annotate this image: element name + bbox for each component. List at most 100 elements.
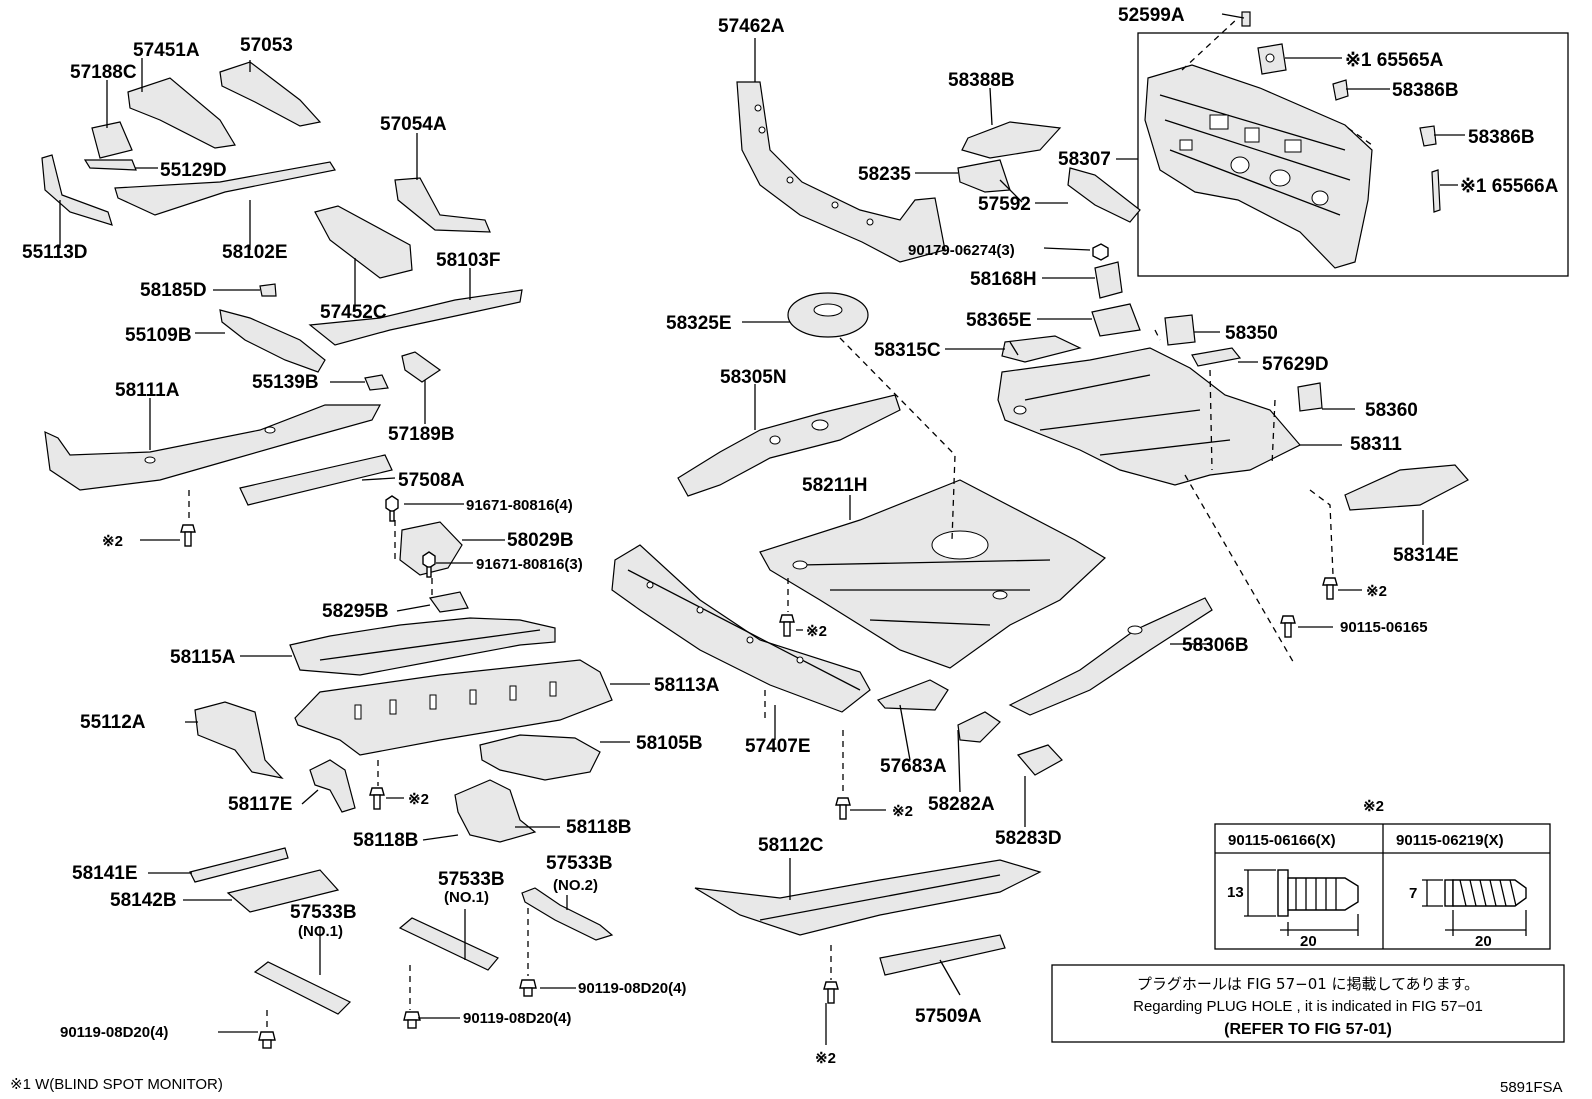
plate-57629d	[1191, 347, 1242, 367]
ref-mark-2-c: ※2	[408, 791, 429, 808]
screw-g	[823, 981, 839, 1004]
screw-90115-06166-drawing	[1244, 869, 1359, 936]
bracket-58386b-upper	[1332, 79, 1349, 101]
bracket-57189b	[401, 351, 442, 383]
bracket-57683a	[876, 679, 949, 711]
bolt-52599a	[1241, 11, 1251, 27]
cover-58315c	[1001, 335, 1082, 363]
label-57407e: 57407E	[745, 736, 811, 757]
footnote: ※1 W(BLIND SPOT MONITOR)	[10, 1076, 223, 1093]
label-65566a: ※1 65566A	[1460, 176, 1559, 197]
label-58325e: 58325E	[666, 313, 732, 334]
rear-floor-pan-58311	[997, 347, 1301, 486]
ref-mark-2-e: ※2	[1366, 583, 1387, 600]
back-panel-inset-frame	[1137, 32, 1569, 277]
screw-c	[369, 787, 385, 810]
reinforcement-57509a	[879, 934, 1006, 976]
label-57451a: 57451A	[133, 40, 200, 61]
table-col2-part: 90115-06219(X)	[1396, 832, 1504, 849]
bracket-65565a	[1257, 43, 1287, 75]
label-58029b: 58029B	[507, 530, 574, 551]
bracket-58185d	[259, 283, 277, 297]
label-58102e: 58102E	[222, 242, 288, 263]
label-58365e: 58365E	[966, 310, 1032, 331]
brace-57452c	[314, 205, 413, 279]
screw-f	[1280, 615, 1296, 638]
ref-mark-2-b: ※2	[806, 623, 827, 640]
bracket-58117e	[309, 759, 356, 813]
label-57533b-left: 57533B	[290, 902, 357, 923]
member-58307	[1067, 167, 1141, 223]
label-58314e: 58314E	[1393, 545, 1459, 566]
label-58168h: 58168H	[970, 269, 1037, 290]
side-member-58305n	[677, 394, 901, 497]
label-57533b-right: 57533B	[546, 853, 613, 874]
label-58211h: 58211H	[802, 475, 868, 496]
note-line-jp: プラグホールは FIG 57−01 に掲載してあります。	[1137, 975, 1479, 993]
bolt-91671-3	[422, 551, 436, 578]
label-58386b-upper: 58386B	[1392, 80, 1459, 101]
rocker-57407e	[611, 544, 871, 713]
bracket-58105b	[479, 734, 601, 781]
table-col1-length: 20	[1300, 933, 1317, 950]
bracket-58295b	[428, 591, 469, 613]
label-58386b-lower: 58386B	[1468, 127, 1535, 148]
table-col2-height: 7	[1409, 885, 1417, 902]
label-57683a: 57683A	[880, 756, 947, 777]
label-58103f: 58103F	[436, 250, 500, 271]
bracket-58350	[1164, 314, 1196, 346]
member-58314e	[1344, 464, 1469, 511]
bracket-58235	[957, 159, 1011, 193]
note-line-en: Regarding PLUG HOLE , it is indicated in…	[1133, 998, 1483, 1015]
nut-90179	[1092, 243, 1109, 261]
bracket-57053	[219, 61, 322, 127]
plate-57533b-no1-b	[253, 961, 352, 1015]
brace-57451a	[127, 77, 236, 149]
panel-55112a	[194, 701, 284, 779]
note-line-refer: (REFER TO FIG 57-01)	[1224, 1021, 1392, 1038]
bracket-58283d	[1016, 744, 1063, 776]
label-91671-4: 91671-80816(4)	[466, 497, 573, 514]
table-col1-part: 90115-06166(X)	[1228, 832, 1336, 849]
bracket-58118b	[454, 779, 537, 843]
label-58305n: 58305N	[720, 367, 787, 388]
label-58388b: 58388B	[948, 70, 1015, 91]
label-58105b: 58105B	[636, 733, 703, 754]
label-55109b: 55109B	[125, 325, 192, 346]
bracket-58282a	[957, 711, 1001, 743]
screw-90115-06219-drawing	[1422, 879, 1527, 936]
label-55113d: 55113D	[22, 242, 88, 263]
label-58112c: 58112C	[758, 835, 824, 856]
plug-hole-note: プラグホールは FIG 57−01 に掲載してあります。 Regarding P…	[1051, 964, 1565, 1043]
label-57508a: 57508A	[398, 470, 465, 491]
label-52599a: 52599A	[1118, 5, 1185, 26]
screw-a	[180, 524, 196, 547]
label-57629d: 57629D	[1262, 354, 1329, 375]
plug-58325e	[787, 292, 869, 338]
label-57533b-left-no1: (NO.1)	[298, 923, 343, 940]
bolt-90119-a	[519, 979, 537, 997]
table-col2-length: 20	[1475, 933, 1492, 950]
label-58185d: 58185D	[140, 280, 207, 301]
label-58311: 58311	[1350, 434, 1402, 455]
label-58118b-left: 58118B	[353, 830, 419, 851]
label-57533b-right-no2: (NO.2)	[553, 877, 598, 894]
screw-e	[1322, 577, 1338, 600]
label-58113a: 58113A	[654, 675, 720, 696]
bracket-58029b	[399, 521, 463, 576]
reinforcement-58141e	[189, 847, 289, 883]
bolt-91671-4	[385, 495, 399, 522]
screw-b	[779, 614, 795, 637]
front-floor-pan-58113a	[294, 659, 613, 756]
plate-57533b-no1-a	[398, 917, 499, 971]
label-58142b: 58142B	[110, 890, 177, 911]
label-57533b-mid: 57533B	[438, 869, 505, 890]
side-member-58306b	[1008, 597, 1213, 716]
label-58111a: 58111A	[115, 380, 180, 401]
label-58307: 58307	[1058, 149, 1111, 170]
reinforcement-58142b	[226, 869, 340, 913]
bracket-58360	[1297, 382, 1323, 412]
label-58115a: 58115A	[170, 647, 236, 668]
insulator-55129d	[83, 159, 137, 171]
